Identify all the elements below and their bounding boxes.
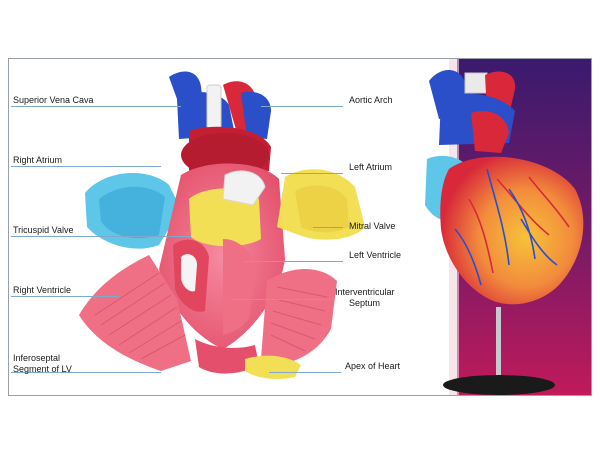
leader-inferoseptal-segment [11,372,161,373]
label-right-ventricle: Right Ventricle [13,285,72,295]
label-tricuspid-valve: Tricuspid Valve [13,225,74,235]
leader-interventricular-septum [231,299,331,300]
heart-model-illustration [79,59,591,395]
label-inferoseptal-line1: Inferoseptal [13,353,61,363]
label-left-ventricle: Left Ventricle [349,250,402,260]
label-left-atrium: Left Atrium [349,162,393,172]
leader-right-ventricle [11,296,119,297]
diagram-panel: Superior Vena Cava Right Atrium Tricuspi… [8,58,592,396]
label-interventricular-line2: Septum [349,298,381,308]
leader-aortic-arch [261,106,343,107]
leader-left-ventricle [243,261,343,262]
label-interventricular-line1: Interventricular [335,287,395,297]
leader-mitral-valve [313,227,343,228]
leader-right-atrium [11,166,161,167]
label-inferoseptal-line2: Segment of LV [13,364,72,374]
label-mitral-valve: Mitral Valve [349,221,396,231]
label-apex-of-heart: Apex of Heart [345,361,401,371]
leader-left-atrium [281,173,343,174]
leader-tricuspid-valve [11,236,191,237]
label-right-atrium: Right Atrium [13,155,63,165]
label-superior-vena-cava: Superior Vena Cava [13,95,94,105]
label-aortic-arch: Aortic Arch [349,95,393,105]
leader-apex-of-heart [269,372,341,373]
leader-superior-vena-cava [11,106,181,107]
